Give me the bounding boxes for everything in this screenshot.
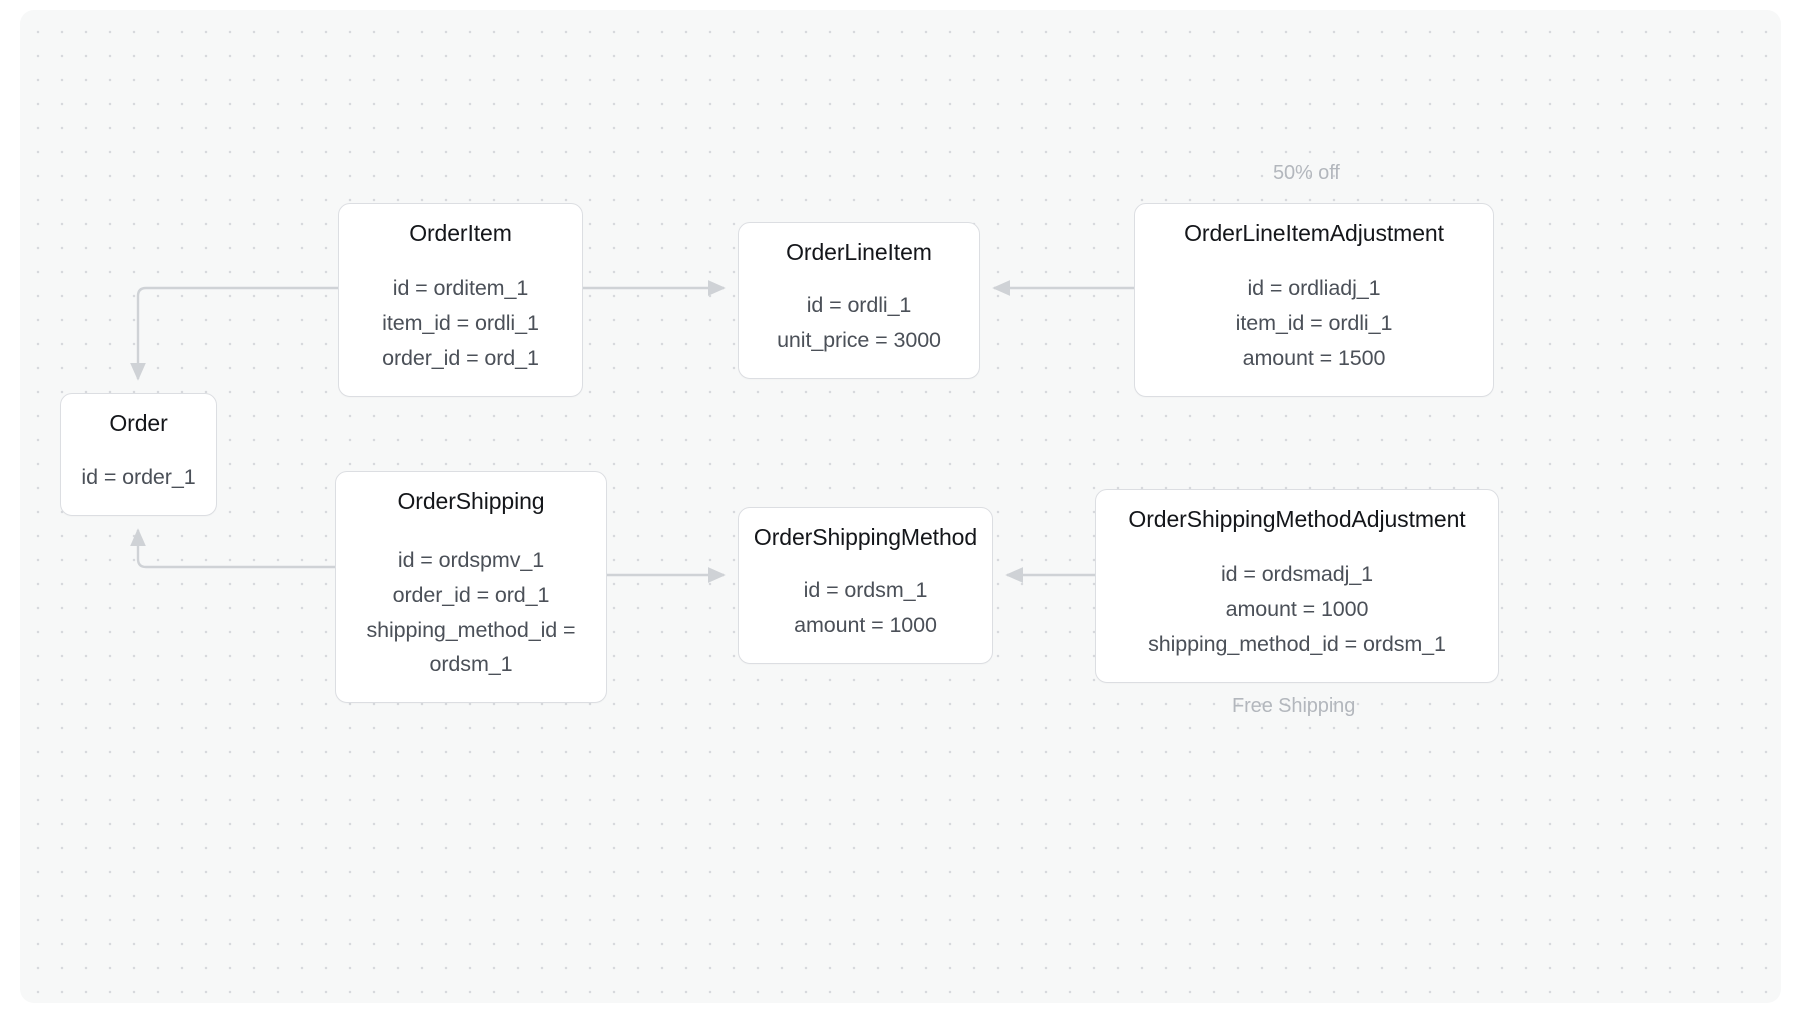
node-field: order_id = ord_1 [392,583,550,608]
node-order-line-item[interactable]: OrderLineItem id = ordli_1 unit_price = … [738,222,980,379]
node-title: Order [109,410,168,436]
node-fields: id = ordsmadj_1 amount = 1000 shipping_m… [1110,558,1484,662]
node-order[interactable]: Order id = order_1 [60,393,217,516]
edge-label-shipping: Free Shipping [1232,695,1356,717]
node-order-item[interactable]: OrderItem id = orditem_1 item_id = ordli… [338,203,583,397]
node-order-line-item-adjustment[interactable]: OrderLineItemAdjustment id = ordliadj_1 … [1134,203,1494,397]
node-title: OrderShippingMethodAdjustment [1128,506,1466,532]
node-field: item_id = ordli_1 [382,311,539,336]
diagram-canvas[interactable]: Order id = order_1 OrderItem id = ordite… [20,10,1781,1003]
node-field: id = order_1 [81,465,196,490]
node-field: item_id = ordli_1 [1235,311,1393,336]
node-fields: id = ordliadj_1 item_id = ordli_1 amount… [1149,272,1479,376]
node-field: unit_price = 3000 [777,328,941,353]
node-field: id = ordliadj_1 [1247,276,1381,301]
node-order-shipping[interactable]: OrderShipping id = ordspmv_1 order_id = … [335,471,607,703]
node-field: shipping_method_id = ordsm_1 [1148,632,1446,657]
node-fields: id = ordspmv_1 order_id = ord_1 shipping… [350,544,592,682]
node-title: OrderItem [409,220,512,246]
node-field: shipping_method_id = ordsm_1 [366,618,576,677]
node-fields: id = orditem_1 item_id = ordli_1 order_i… [353,272,568,376]
node-field: id = ordsmadj_1 [1220,562,1374,587]
node-order-shipping-method[interactable]: OrderShippingMethod id = ordsm_1 amount … [738,507,993,664]
node-field: id = ordspmv_1 [397,548,545,573]
node-field: amount = 1500 [1242,346,1386,371]
node-fields: id = ordli_1 unit_price = 3000 [753,289,965,358]
edge-ordershipping-order [130,528,335,569]
node-title: OrderShippingMethod [753,524,978,550]
node-field: amount = 1000 [794,613,937,638]
node-title: OrderLineItemAdjustment [1184,220,1444,246]
node-field: id = ordsm_1 [803,578,928,603]
node-title: OrderLineItem [786,239,932,265]
node-title: OrderShipping [397,488,545,514]
node-field: id = ordli_1 [806,293,912,318]
node-field: amount = 1000 [1225,597,1369,622]
edge-label-discount: 50% off [1273,162,1340,184]
node-fields: id = order_1 [75,461,202,495]
edge-orderitem-order [130,286,338,381]
node-field: id = orditem_1 [392,276,529,301]
node-fields: id = ordsm_1 amount = 1000 [753,574,978,643]
node-field: order_id = ord_1 [382,346,539,371]
node-order-shipping-method-adjustment[interactable]: OrderShippingMethodAdjustment id = ordsm… [1095,489,1499,683]
